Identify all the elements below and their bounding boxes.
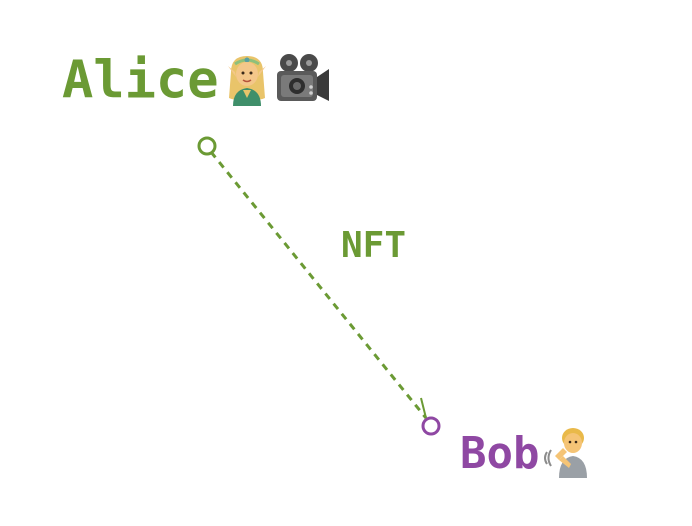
node-bob-name: Bob (460, 428, 540, 479)
node-alice-name: Alice (62, 50, 219, 111)
edge-end-marker (421, 416, 441, 436)
edge-label: NFT (341, 225, 407, 266)
node-alice: Alice (62, 52, 331, 115)
edge-start-marker (197, 136, 217, 156)
video-camera-icon (275, 53, 331, 114)
edge-line (209, 151, 428, 419)
person-gesturing-hush-icon (541, 426, 593, 486)
node-bob: Bob (460, 426, 593, 486)
edge-arrowhead (420, 397, 427, 419)
elf-woman-icon (221, 52, 273, 115)
